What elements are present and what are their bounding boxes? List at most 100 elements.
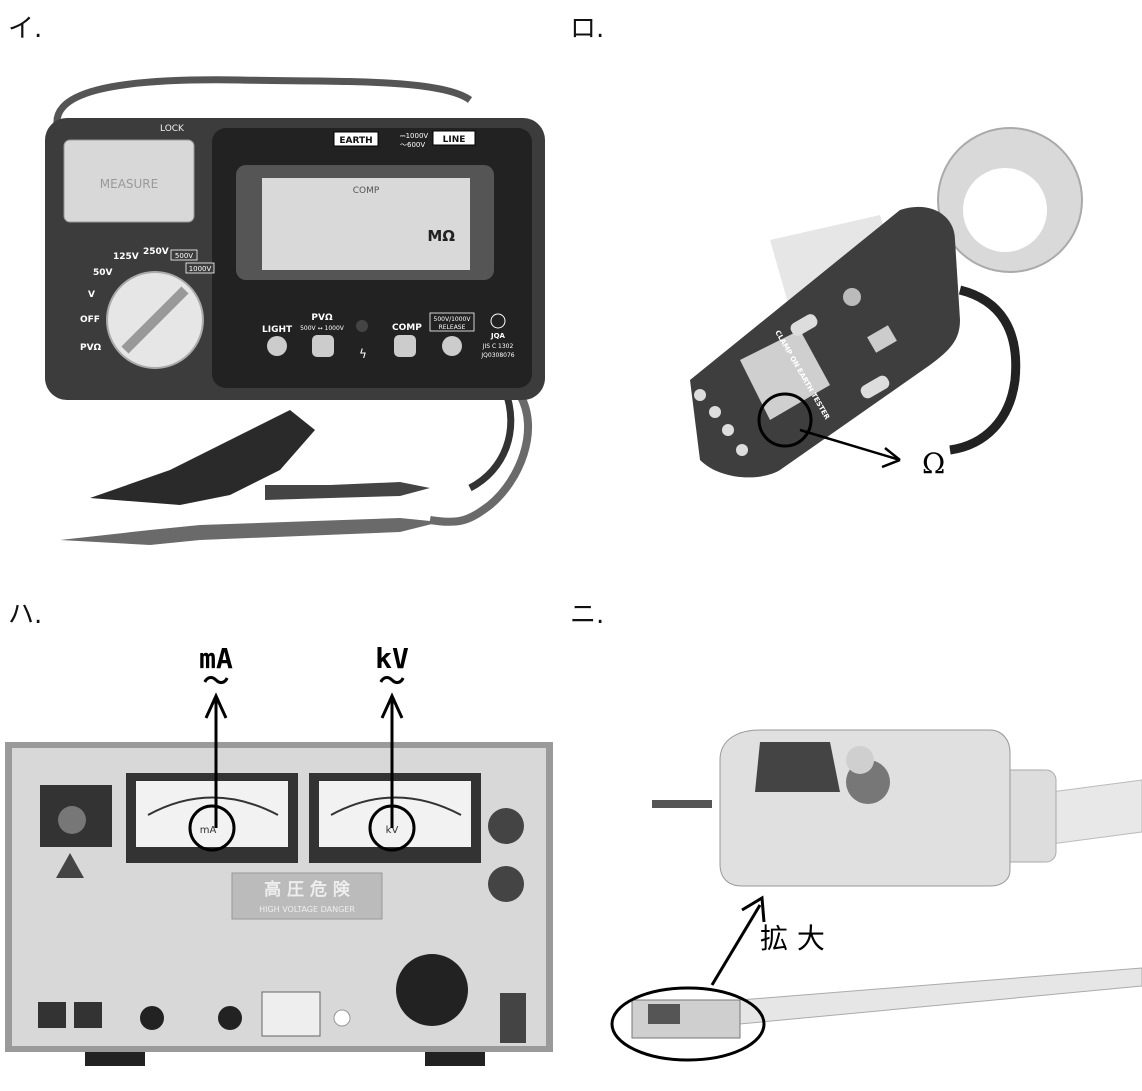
release-button xyxy=(442,336,462,356)
serial-label: JQ0308076 xyxy=(480,352,514,359)
ohm-callout: Ω xyxy=(922,447,945,480)
mode-off: OFF xyxy=(80,315,100,325)
pv-sub-label: 500V ↔ 1000V xyxy=(300,325,345,332)
jis-mark-icon xyxy=(490,313,506,329)
danger-plate-jp: 高 圧 危 険 xyxy=(264,879,351,900)
earth-label: EARTH xyxy=(339,136,372,146)
danger-plate-en: HIGH VOLTAGE DANGER xyxy=(259,905,355,914)
range-125: 125V xyxy=(113,252,139,262)
wrist-strap xyxy=(949,285,1021,455)
rating-ac: ～600V xyxy=(400,141,425,149)
kv-meter-scale xyxy=(330,796,462,816)
lcd-screen xyxy=(262,178,470,270)
key-switch xyxy=(58,806,86,834)
warning-triangle-icon xyxy=(56,853,84,878)
indicator-lamp-2 xyxy=(488,866,524,902)
pv-label: PVΩ xyxy=(311,313,333,323)
lock-label: LOCK xyxy=(160,124,185,134)
mode-v: V xyxy=(88,290,95,300)
indicator-lamp-1 xyxy=(488,808,524,844)
panel-label-a: イ. xyxy=(8,14,43,44)
test-lead-cable-right xyxy=(429,393,532,526)
callout-arrow xyxy=(799,428,901,462)
power-button-icon xyxy=(843,288,861,306)
arrow-ma-head xyxy=(204,692,228,719)
ma-highlight xyxy=(188,804,236,852)
clip-handle xyxy=(265,482,430,500)
knob-1 xyxy=(140,1006,164,1030)
panel-label-c: ハ. xyxy=(8,600,43,630)
lcd-comp: COMP xyxy=(353,186,380,196)
lcd-unit: MΩ xyxy=(427,227,455,245)
arrow-label-kv-ac: ～ xyxy=(379,667,405,697)
func-button-2 xyxy=(860,375,890,399)
small-detector-highlight xyxy=(610,986,766,1062)
line-tag xyxy=(432,130,476,146)
release-label: RELEASE xyxy=(439,324,466,331)
jqa-label: JQA xyxy=(490,332,506,340)
main-switch xyxy=(500,993,526,1043)
panel-label-d: ニ. xyxy=(570,600,605,630)
kv-highlight xyxy=(368,804,416,852)
high-voltage-icon: ϟ xyxy=(359,347,367,361)
clamp-opening xyxy=(963,168,1047,252)
light-button xyxy=(267,336,287,356)
measure-label: MEASURE xyxy=(100,177,158,191)
clamp-tester-body xyxy=(690,206,960,478)
func-button-3 xyxy=(867,325,897,353)
detector-indicator xyxy=(846,746,874,774)
light-label: LIGHT xyxy=(262,325,293,335)
dial-pointer xyxy=(121,286,189,354)
func-button-1 xyxy=(790,314,818,336)
range-500: 500V xyxy=(175,252,193,260)
test-probe xyxy=(60,518,440,545)
probe-tip xyxy=(652,800,712,808)
knob-2 xyxy=(218,1006,242,1030)
line-label: LINE xyxy=(443,135,466,145)
ohm-button-highlight xyxy=(757,392,813,448)
arrow-label-ma-ac: ～ xyxy=(203,667,229,697)
detector-lamp-housing xyxy=(755,742,840,792)
ma-meter-unit: mA xyxy=(200,825,217,836)
case-foot-right xyxy=(425,1052,485,1066)
arrow-label-kv: kV xyxy=(375,642,409,675)
side-button-4 xyxy=(736,444,748,456)
measure-button xyxy=(63,139,195,223)
range-500-box xyxy=(170,249,198,261)
range-250: 250V xyxy=(143,247,169,257)
comp-label: COMP xyxy=(392,323,422,333)
kv-meter-face xyxy=(319,781,471,847)
range-50: 50V xyxy=(93,268,113,278)
indicator-led xyxy=(356,320,368,332)
ma-meter-face xyxy=(136,781,288,847)
arrow-label-ma: mA xyxy=(199,642,233,675)
arrow-kv-head xyxy=(380,692,404,719)
clamp-lcd xyxy=(740,330,830,420)
release-tag xyxy=(429,312,475,332)
mode-pv: PVΩ xyxy=(80,343,102,353)
test-lead-cable xyxy=(53,76,473,137)
output-voltage-dial xyxy=(396,954,468,1026)
kv-meter-unit: kV xyxy=(386,825,399,836)
range-1000-box xyxy=(185,262,215,274)
alligator-clip xyxy=(90,410,315,505)
jis-label: JIS C 1302 xyxy=(482,343,514,350)
test-lead-cable-right-2 xyxy=(468,388,515,492)
side-button-2 xyxy=(709,406,721,418)
ma-meter-scale xyxy=(147,796,279,816)
panel-label-b: ロ. xyxy=(570,14,605,44)
side-button-3 xyxy=(722,424,734,436)
side-button-1 xyxy=(694,389,706,401)
small-detector-lamp xyxy=(648,1004,680,1024)
case-foot-left xyxy=(85,1052,145,1066)
danger-plate xyxy=(231,872,383,920)
release-top-label: 500V/1000V xyxy=(434,316,472,323)
pv-button xyxy=(312,335,334,357)
toggle-switch-1 xyxy=(38,1002,66,1028)
enlarge-label: 拡 大 xyxy=(760,922,825,955)
comp-button xyxy=(394,335,416,357)
